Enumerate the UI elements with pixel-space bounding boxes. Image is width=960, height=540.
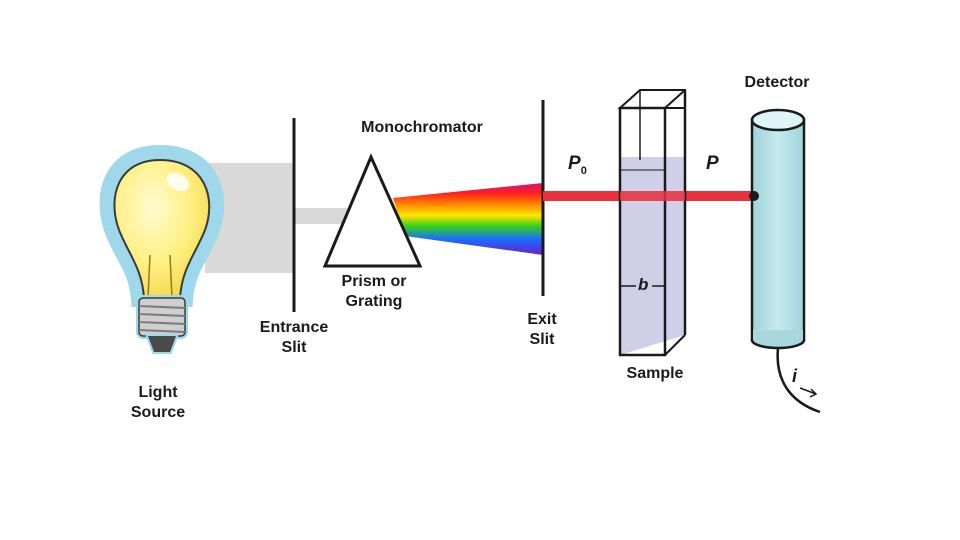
dispersed-spectrum [393,183,543,255]
exit-slit-label: Exit Slit [512,310,572,350]
entrance-slit-label-line1: Entrance [259,319,329,336]
light-source-label-line1: Light [138,384,178,401]
incident-power-symbol: P0 [568,153,587,177]
exit-slit-label-line2: Slit [529,331,555,348]
prism-label-line1: Prism or [341,273,407,290]
exit-slit-label-line1: Exit [527,311,557,328]
entrance-slit-label-line2: Slit [281,339,307,356]
detector-icon [749,108,806,350]
light-bulb-icon [99,144,225,354]
detector-wire [776,347,821,414]
detector-label: Detector [744,74,810,91]
transmitted-power-symbol: P [706,153,719,174]
current-symbol: i [792,366,798,386]
narrow-light-beam [294,208,352,224]
current-arrow-icon [799,387,818,398]
sample-cuvette [617,89,687,357]
incident-power-letter: P [568,153,581,174]
prism-label: Prism or Grating [326,272,422,312]
beam-through-sample [620,191,685,201]
prism-label-line2: Grating [345,293,403,310]
sample-label: Sample [626,365,684,382]
incident-power-subscript: 0 [580,164,587,177]
prism-icon [322,153,423,268]
monochromator-label: Monochromator [361,119,483,136]
light-source-label: Light Source [118,383,198,423]
entrance-slit-label: Entrance Slit [249,318,339,358]
light-source-label-line2: Source [130,404,186,421]
path-length-symbol: b [638,275,649,294]
